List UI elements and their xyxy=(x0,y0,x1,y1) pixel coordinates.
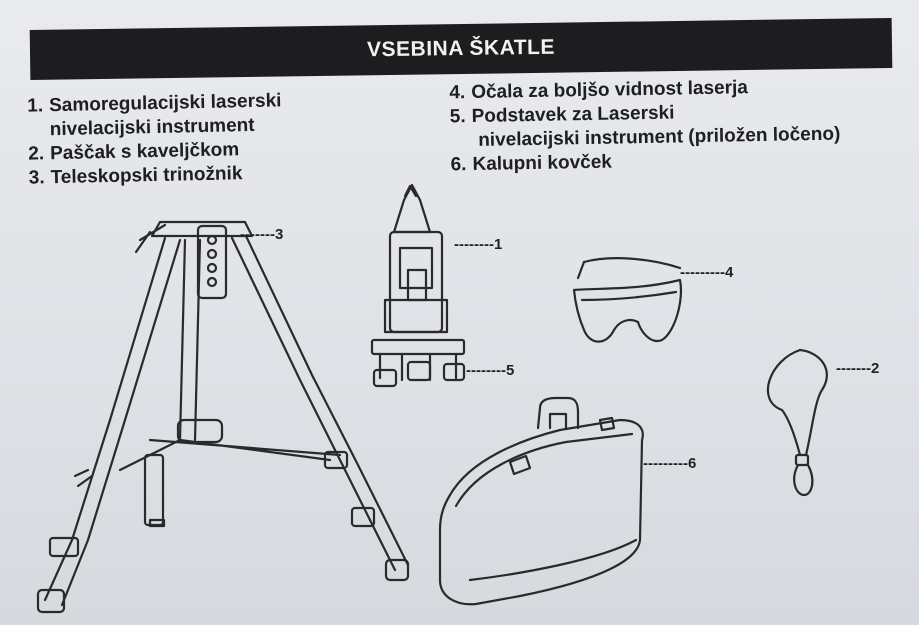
callout-3: -------3 xyxy=(240,226,284,243)
tripod-illustration xyxy=(36,220,410,614)
carry-case-illustration xyxy=(438,396,644,606)
callout-6: ---------6 xyxy=(643,455,697,472)
laser-level-illustration xyxy=(370,183,466,388)
callout-5: --------5 xyxy=(466,362,515,379)
glasses-illustration xyxy=(572,257,682,343)
callout-4: ---------4 xyxy=(680,264,734,281)
callout-1: --------1 xyxy=(454,236,503,253)
lanyard-illustration xyxy=(766,348,828,497)
callout-2: -------2 xyxy=(836,360,880,377)
